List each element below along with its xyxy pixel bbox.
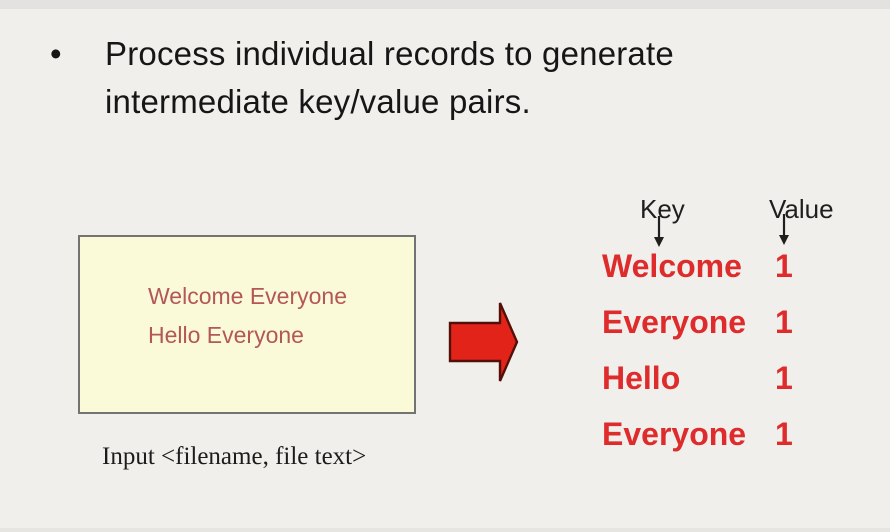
- bottom-edge-shade: [0, 528, 890, 532]
- key-value-row: Everyone 1: [602, 418, 805, 451]
- key-value-row: Hello 1: [602, 362, 805, 395]
- key-value-row: Welcome 1: [602, 250, 805, 283]
- value-down-arrow-icon: [779, 214, 789, 245]
- bullet-point: •: [50, 35, 62, 72]
- right-block-arrow-icon: [448, 302, 519, 382]
- key-value-list: Welcome 1 Everyone 1 Hello 1 Everyone 1: [602, 250, 805, 451]
- pair-value: 1: [775, 360, 793, 396]
- pair-key: Everyone: [602, 304, 747, 340]
- top-edge-shade: [0, 0, 890, 9]
- pair-value: 1: [775, 248, 793, 284]
- pair-key: Welcome: [602, 248, 742, 284]
- pair-value: 1: [775, 416, 793, 452]
- input-record-text: Welcome Everyone Hello Everyone: [148, 277, 347, 355]
- input-line-1: Welcome Everyone: [148, 283, 347, 309]
- value-column-header: Value: [769, 194, 834, 224]
- slide-title: Process individual records to generate i…: [105, 35, 674, 120]
- pair-key: Everyone: [602, 416, 747, 452]
- input-line-2: Hello Everyone: [148, 322, 304, 348]
- slide-title-block: • Process individual records to generate…: [50, 30, 800, 126]
- input-caption: Input <filename, file text>: [102, 443, 367, 470]
- key-column-header: Key: [640, 194, 685, 224]
- pair-key: Hello: [602, 360, 681, 396]
- input-record-box: Welcome Everyone Hello Everyone: [78, 235, 416, 414]
- key-down-arrow-icon: [654, 216, 664, 247]
- key-value-row: Everyone 1: [602, 306, 805, 339]
- pair-value: 1: [775, 304, 793, 340]
